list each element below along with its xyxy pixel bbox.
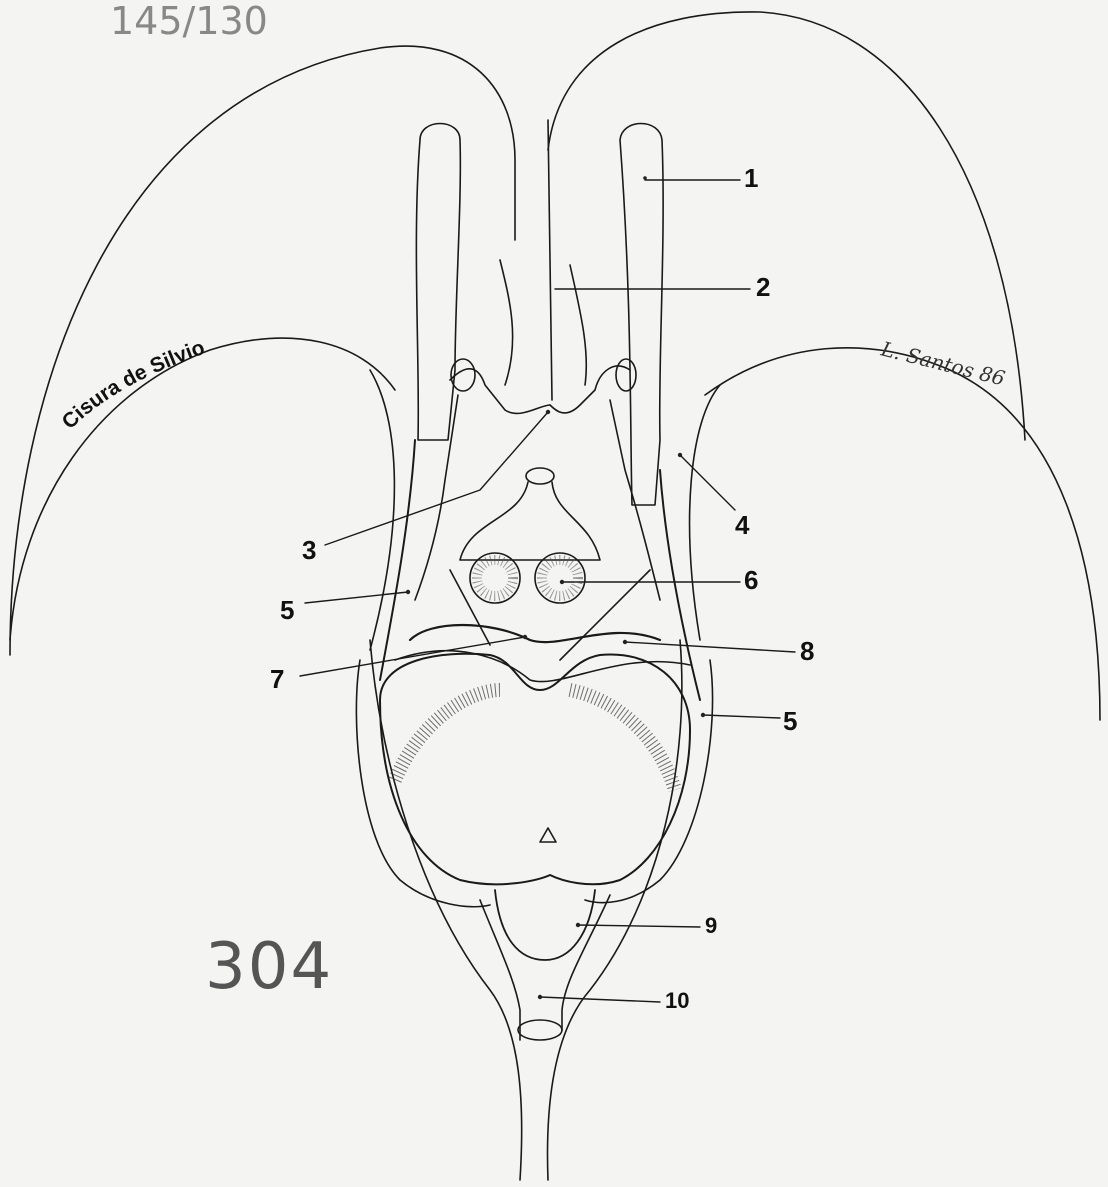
pituitary-stalk (526, 468, 554, 484)
sylvian-fissure-label: Cisura de Silvio (58, 336, 208, 434)
peduncle-line-right (560, 570, 650, 660)
optic-tract-left (415, 395, 458, 600)
optic-nerve-right (550, 366, 630, 413)
leader-10 (540, 997, 660, 1002)
vessel-right (660, 470, 700, 700)
pons (380, 654, 690, 884)
page-number: 304 (205, 935, 333, 999)
leader-7 (300, 637, 525, 676)
label-5-left: 5 (280, 597, 294, 623)
label-4: 4 (735, 512, 749, 538)
spinal-cord-cut (518, 1020, 562, 1040)
fourth-ventricle-mark (540, 828, 556, 842)
spinal-cord-left (480, 900, 520, 1040)
label-9: 9 (705, 915, 717, 937)
gyrus-rectus-left (500, 260, 513, 385)
vessel-right-outer (690, 385, 720, 640)
right-olfactory-tract (620, 124, 663, 506)
left-olfactory-tract (416, 124, 460, 441)
tuber-cinereum (460, 482, 600, 560)
label-5-right: 5 (783, 708, 797, 734)
vessel-left (380, 440, 415, 680)
label-2: 2 (756, 274, 770, 300)
signature: L. Santos 86 (878, 336, 1008, 390)
leader-5b (703, 715, 780, 718)
leader-5a (305, 592, 408, 603)
label-1: 1 (744, 165, 758, 191)
right-outer-base (547, 640, 681, 1180)
spinal-cord-right (562, 895, 610, 1030)
cerebellum-right (585, 660, 713, 903)
corner-note: 145/130 (110, 2, 268, 40)
right-temporal-lobe (705, 348, 1100, 720)
label-8: 8 (800, 638, 814, 664)
leader-9 (578, 925, 700, 927)
optic-nerve-cut-right (616, 359, 636, 391)
label-7: 7 (270, 666, 284, 692)
optic-tract-right (610, 400, 660, 600)
left-temporal-lobe (10, 338, 395, 640)
leader-8 (625, 642, 795, 652)
label-3: 3 (302, 537, 316, 563)
leader-4 (680, 455, 735, 510)
vessel-left-outer (370, 370, 394, 650)
pons-band (410, 625, 660, 642)
label-10: 10 (665, 990, 689, 1012)
longitudinal-fissure (548, 120, 552, 400)
label-6: 6 (744, 567, 758, 593)
left-frontal-lobe (10, 46, 515, 655)
gyrus-rectus-right (570, 265, 586, 385)
